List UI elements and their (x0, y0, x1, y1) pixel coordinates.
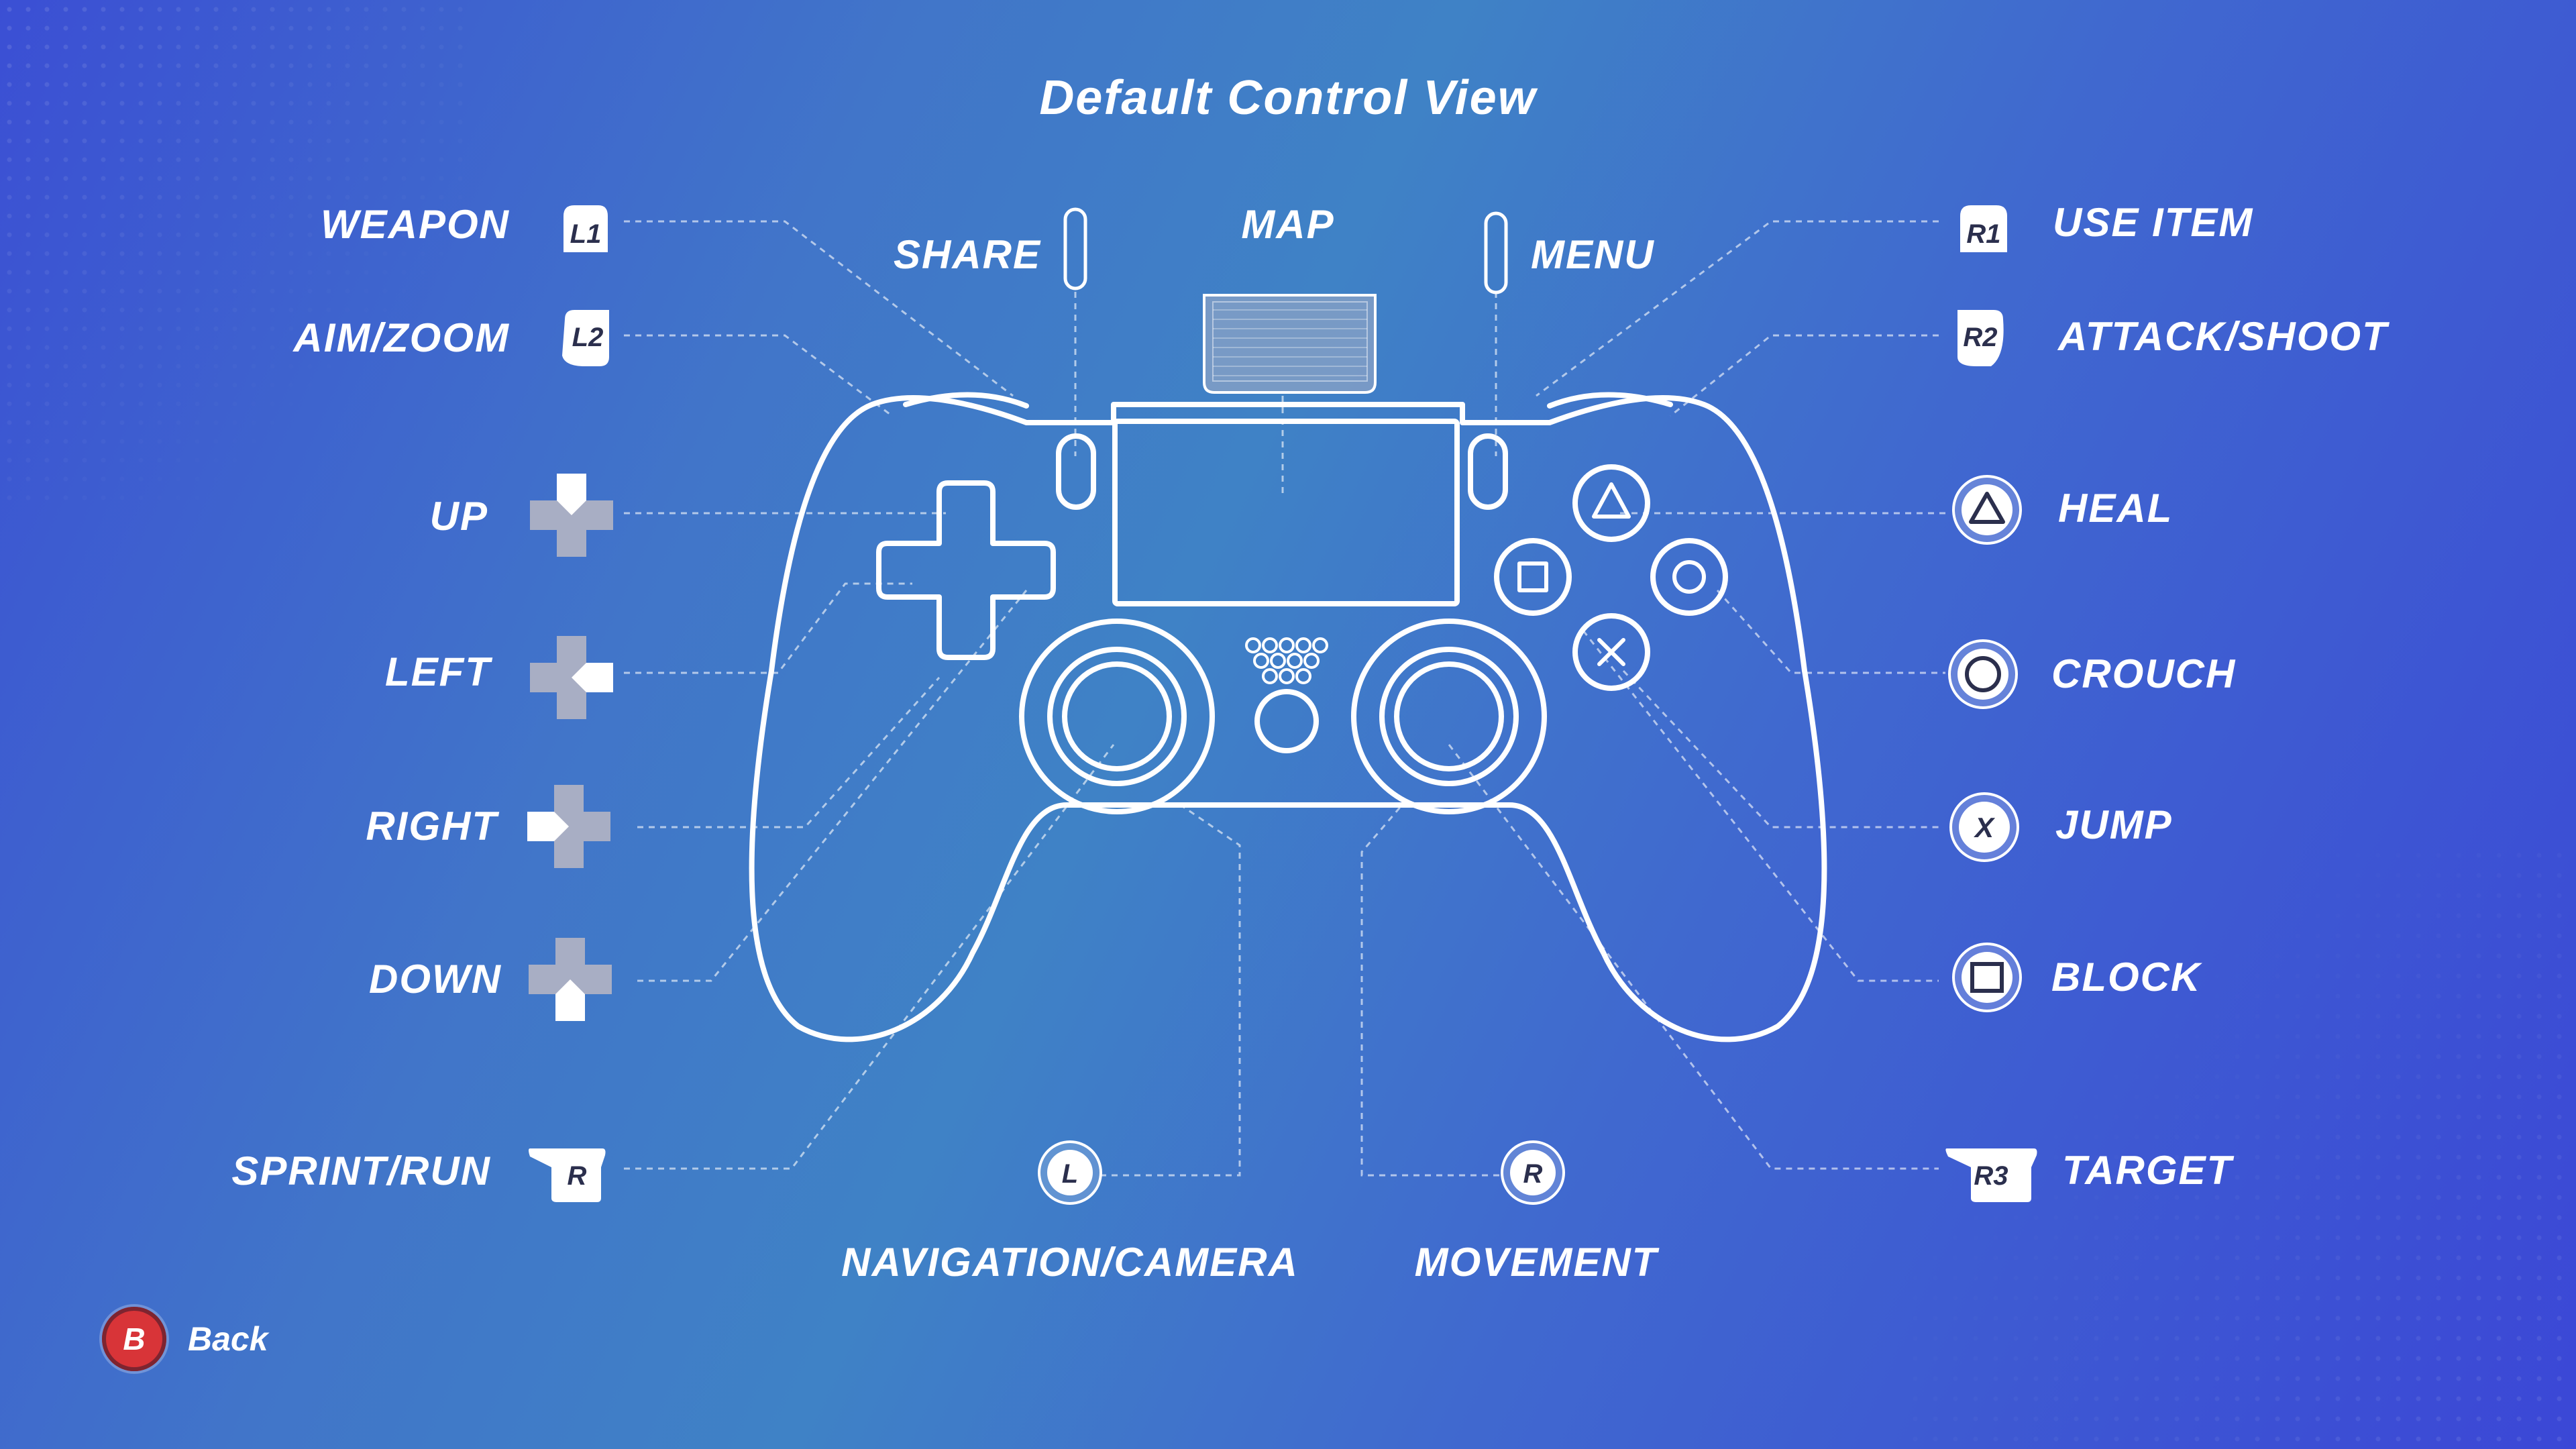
leader-line-down (637, 590, 1028, 982)
label-movement: MOVEMENT (1414, 1240, 1658, 1285)
r3-text: R3 (1974, 1161, 2008, 1191)
r3-button-icon: R3 (1945, 1148, 2037, 1202)
heal-triangle-icon (1952, 475, 2022, 545)
b-button-icon: B (102, 1307, 166, 1371)
label-aim-zoom: AIM/ZOOM (293, 315, 510, 360)
label-menu: MENU (1531, 232, 1655, 277)
crouch-circle-icon (1948, 639, 2018, 709)
label-use-item: USE ITEM (2053, 200, 2254, 245)
cross-icon (1597, 638, 1625, 666)
r2-button-text: R2 (1963, 323, 1997, 352)
label-down: DOWN (369, 957, 502, 1002)
leader-line-jump (1622, 669, 1939, 828)
r2-button-icon: R2 (1957, 310, 2004, 366)
left-stick-mid (1047, 647, 1187, 786)
block-square-icon (1952, 943, 2022, 1012)
dpad-up-icon (530, 474, 613, 557)
left-stick-icon: L (1038, 1140, 1102, 1205)
touchpad-outline (1112, 419, 1460, 606)
label-right: RIGHT (366, 804, 498, 849)
label-sprint-run: SPRINT/RUN (231, 1148, 491, 1193)
controller-body (749, 395, 1827, 1042)
dpad-left-icon (530, 636, 613, 719)
left-stick-text: L (1062, 1159, 1078, 1189)
label-heal: HEAL (2058, 486, 2174, 531)
leader-line-l2 (624, 334, 893, 417)
label-crouch: CROUCH (2051, 651, 2237, 696)
label-attack-shoot: ATTACK/SHOOT (2058, 314, 2388, 359)
l1-button-icon: L1 (564, 205, 608, 252)
right-stick-text: R (1523, 1159, 1543, 1189)
leader-line-r-stick (1360, 804, 1499, 1177)
l1-button-text: L1 (570, 219, 602, 249)
right-stick-mid (1379, 647, 1519, 786)
dpad-down-icon (529, 938, 612, 1021)
label-share: SHARE (893, 232, 1041, 277)
leader-line-target (1448, 744, 1939, 1170)
r-shoulder (1547, 392, 1673, 409)
label-target: TARGET (2062, 1148, 2233, 1193)
r1-button-text: R1 (1966, 219, 2000, 249)
menu-icon (1484, 211, 1508, 294)
ps-button-outline (1254, 689, 1319, 753)
leader-line-left (624, 582, 912, 674)
leader-line-l1 (624, 220, 1014, 397)
share-icon (1063, 207, 1087, 290)
sprint-r-text: R (568, 1161, 587, 1191)
left-stick-inner (1062, 661, 1172, 771)
leader-lines (624, 220, 1945, 1177)
l-shoulder (903, 392, 1029, 409)
sprint-r-button-icon: R (529, 1148, 606, 1202)
face-triangle-outline (1572, 464, 1650, 542)
circle-icon (1672, 560, 1706, 594)
label-left: LEFT (385, 649, 491, 694)
controller-outline (749, 392, 1827, 1042)
leader-line-right (637, 676, 941, 828)
right-stick-icon: R (1501, 1140, 1565, 1205)
triangle-icon (1592, 482, 1631, 519)
leader-line-block (1582, 630, 1939, 982)
options-button-outline (1468, 433, 1508, 510)
label-navigation-camera: NAVIGATION/CAMERA (841, 1240, 1299, 1285)
label-up: UP (429, 494, 488, 539)
background-dot-pattern (0, 0, 470, 510)
speaker-grill (1245, 637, 1328, 684)
right-stick-outer (1351, 619, 1547, 814)
face-cross-outline (1572, 613, 1650, 691)
label-map: MAP (1241, 202, 1335, 247)
dpad-right-icon (527, 785, 610, 868)
face-square-outline (1494, 538, 1572, 616)
leader-line-l-stick (1100, 804, 1241, 1177)
r1-button-icon: R1 (1960, 205, 2007, 252)
map-touchpad-icon (1203, 294, 1377, 394)
square-icon (1517, 561, 1548, 592)
share-button-outline (1056, 433, 1096, 510)
label-weapon: WEAPON (321, 202, 510, 247)
jump-cross-icon: X (1949, 792, 2019, 862)
right-stick-inner (1394, 661, 1504, 771)
dpad-outline (876, 480, 1056, 660)
l2-button-text: L2 (572, 323, 604, 352)
leader-line-crouch (1716, 590, 1945, 674)
left-stick-outer (1019, 619, 1215, 814)
leader-line-sprint (624, 744, 1115, 1170)
leader-line-r2 (1670, 334, 1939, 417)
l2-button-icon: L2 (562, 310, 609, 366)
label-block: BLOCK (2051, 955, 2202, 1000)
back-label: Back (188, 1320, 268, 1358)
label-jump: JUMP (2055, 802, 2173, 847)
background-dot-pattern (1905, 845, 2576, 1449)
face-circle-outline (1650, 538, 1728, 616)
back-button[interactable]: B Back (102, 1307, 268, 1371)
page-title: Default Control View (1039, 71, 1537, 125)
jump-button-text: X (1974, 812, 1996, 843)
